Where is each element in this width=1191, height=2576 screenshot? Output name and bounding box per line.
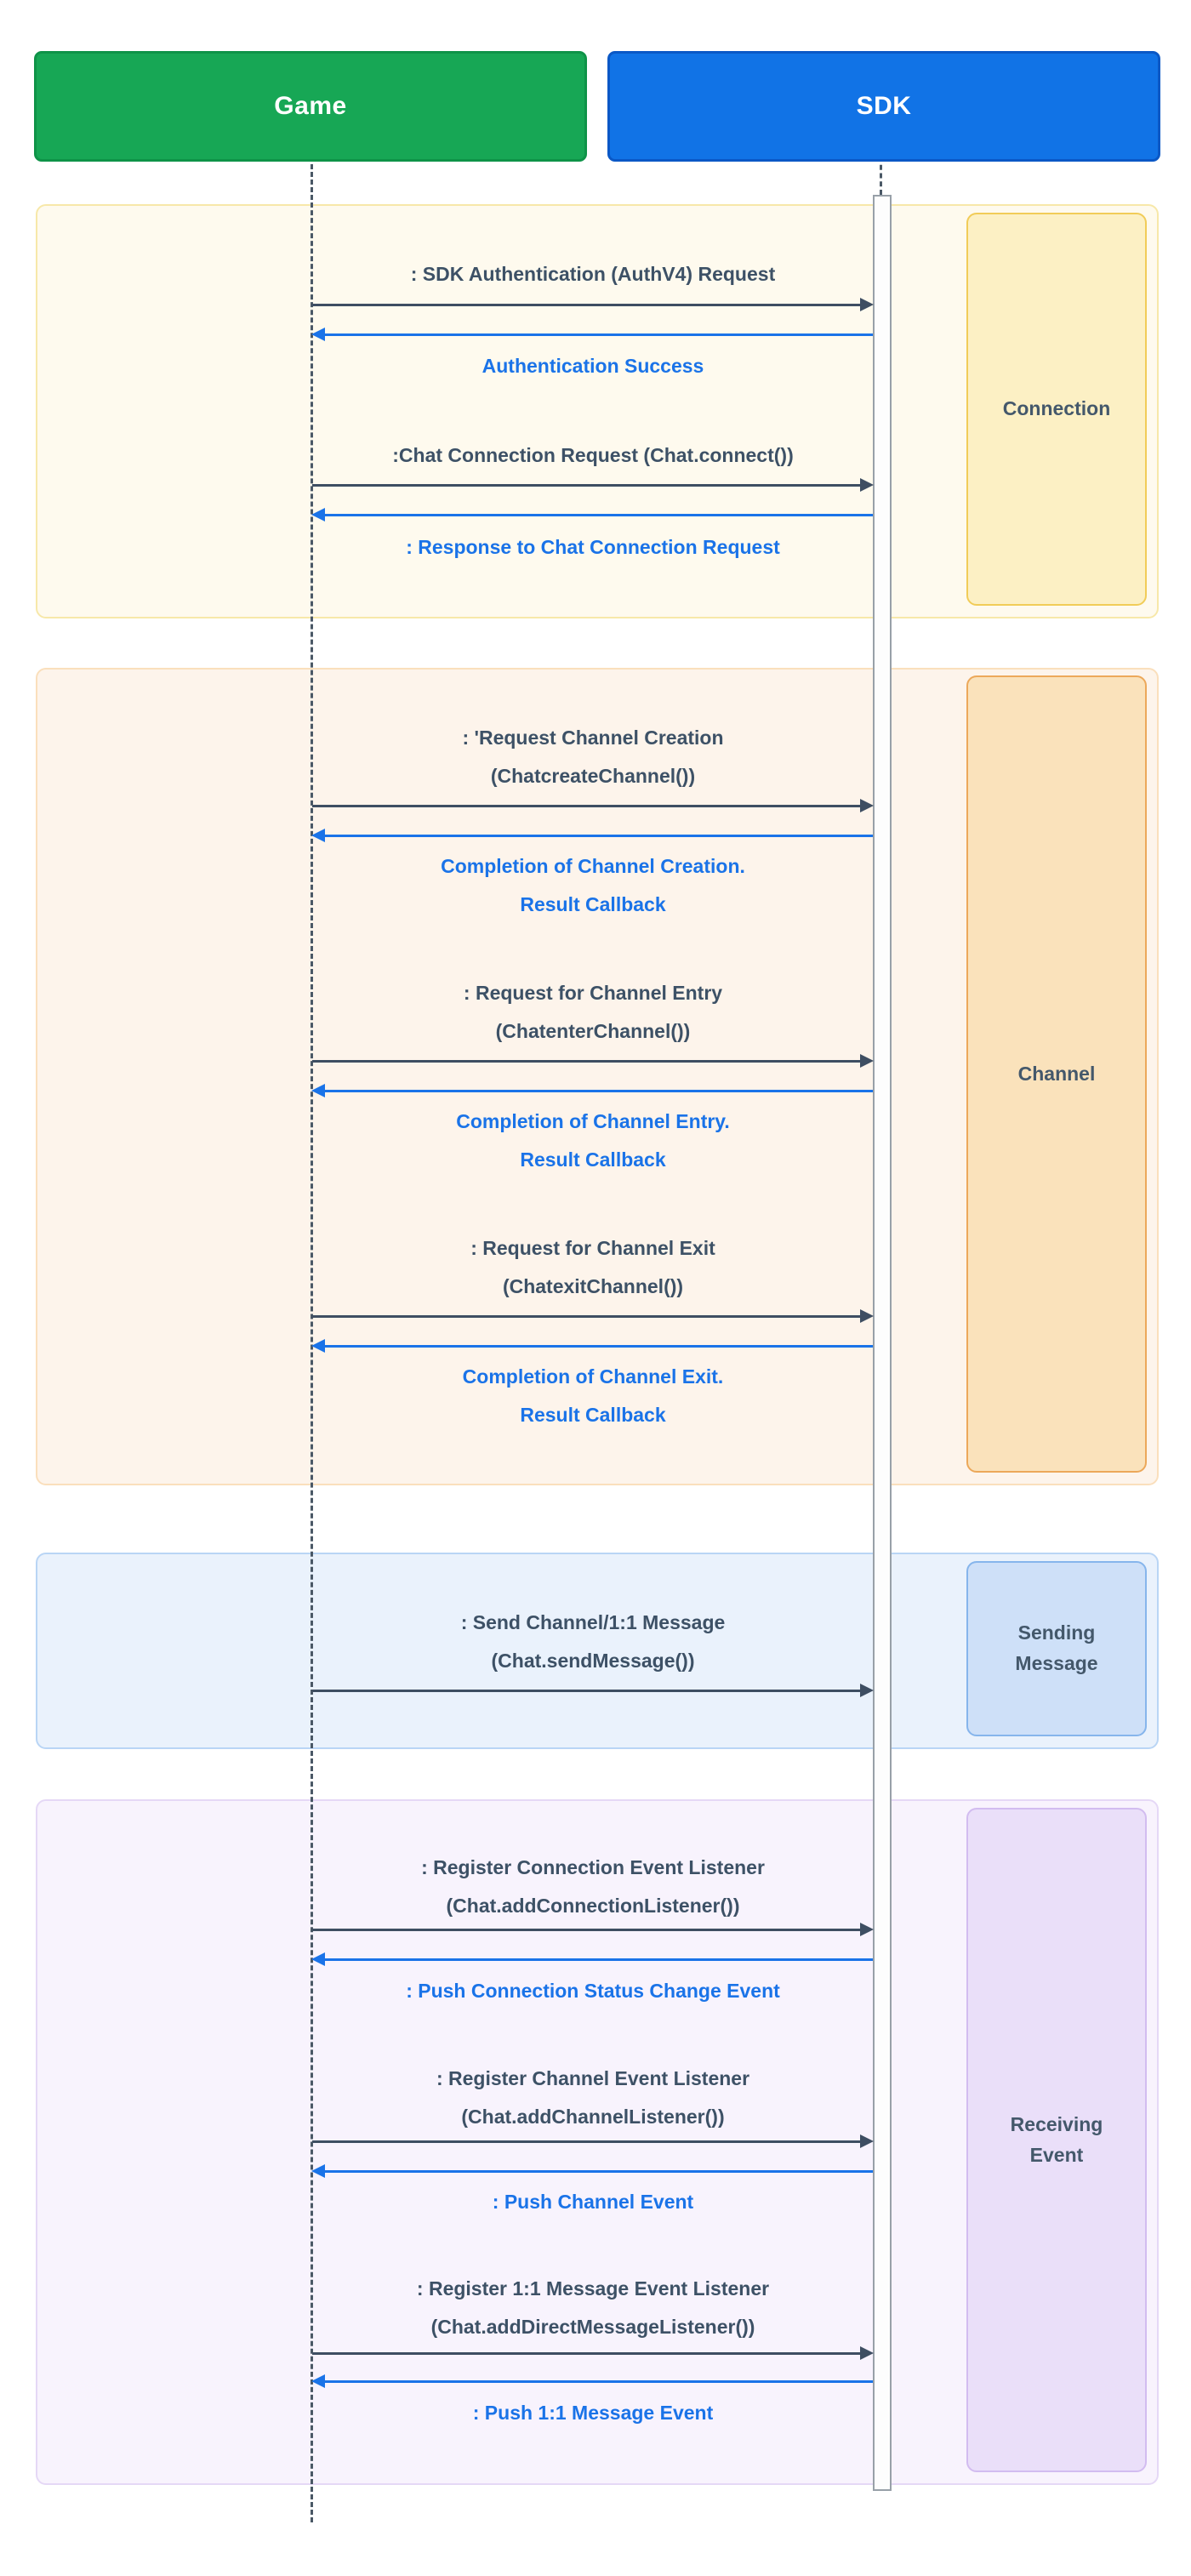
message-line: : Request for Channel Exit xyxy=(470,1237,715,1259)
message-push-channel-event: : Push Channel Event xyxy=(312,2183,874,2221)
arrowhead-right-icon xyxy=(860,1923,874,1936)
arrowhead-right-icon xyxy=(860,2134,874,2148)
message-line: (ChatexitChannel()) xyxy=(502,1275,684,1297)
message-line: Authentication Success xyxy=(482,355,704,377)
message-line: (ChatcreateChannel()) xyxy=(490,765,696,787)
message-create-channel-request: : 'Request Channel Creation (ChatcreateC… xyxy=(312,719,874,795)
message-line: : Send Channel/1:1 Message xyxy=(460,1611,726,1633)
channel-label-text: Channel xyxy=(1017,1062,1096,1085)
connection-section-label: Connection xyxy=(966,213,1147,606)
message-line: : Register 1:1 Message Event Listener xyxy=(416,2277,770,2300)
message-line: : 'Request Channel Creation xyxy=(462,727,724,749)
arrowhead-right-icon xyxy=(860,2346,874,2360)
arrowhead-right-icon xyxy=(860,799,874,812)
message-connect-request: :Chat Connection Request (Chat.connect()… xyxy=(312,436,874,475)
arrowhead-right-icon xyxy=(860,478,874,492)
actor-game-label: Game xyxy=(274,92,347,120)
message-line: Completion of Channel Exit. xyxy=(462,1365,724,1388)
message-line: (Chat.addConnectionListener()) xyxy=(446,1895,740,1917)
message-auth-success: Authentication Success xyxy=(312,347,874,385)
message-line: : Push 1:1 Message Event xyxy=(472,2402,714,2424)
sending-label-text: Sending Message xyxy=(1015,1621,1098,1674)
receiving-label-text: Receiving Event xyxy=(1010,2112,1103,2166)
message-line: : Push Channel Event xyxy=(492,2191,694,2213)
actor-sdk-label: SDK xyxy=(856,92,912,120)
message-line: : SDK Authentication (AuthV4) Request xyxy=(410,263,776,285)
arrowhead-right-icon xyxy=(860,298,874,311)
arrowhead-right-icon xyxy=(860,1054,874,1068)
message-enter-channel-callback: Completion of Channel Entry. Result Call… xyxy=(312,1103,874,1179)
arrowhead-left-icon xyxy=(311,829,325,842)
message-register-direct-message-listener: : Register 1:1 Message Event Listener (C… xyxy=(312,2270,874,2346)
channel-section-label: Channel xyxy=(966,675,1147,1473)
message-line: : Register Connection Event Listener xyxy=(421,1856,765,1878)
sending-message-section-label: Sending Message xyxy=(966,1561,1147,1736)
arrowhead-left-icon xyxy=(311,2164,325,2178)
receiving-event-section-label: Receiving Event xyxy=(966,1808,1147,2472)
connection-label-text: Connection xyxy=(1002,397,1111,420)
actor-sdk: SDK xyxy=(607,51,1160,162)
message-send-message: : Send Channel/1:1 Message (Chat.sendMes… xyxy=(312,1604,874,1680)
arrowhead-right-icon xyxy=(860,1684,874,1697)
arrowhead-left-icon xyxy=(311,508,325,521)
message-line: : Request for Channel Entry xyxy=(463,982,723,1004)
message-line: Result Callback xyxy=(520,1404,666,1426)
message-enter-channel-request: : Request for Channel Entry (ChatenterCh… xyxy=(312,974,874,1051)
message-line: : Register Channel Event Listener xyxy=(436,2067,750,2089)
sdk-lifeline xyxy=(880,157,882,195)
message-line: Result Callback xyxy=(520,1148,666,1171)
message-line: (Chat.addChannelListener()) xyxy=(461,2106,725,2128)
message-line: Result Callback xyxy=(520,893,666,915)
arrowhead-left-icon xyxy=(311,1084,325,1097)
message-line: (ChatenterChannel()) xyxy=(495,1020,691,1042)
message-line: (Chat.addDirectMessageListener()) xyxy=(430,2316,755,2338)
message-push-connection-event: : Push Connection Status Change Event xyxy=(312,1972,874,2010)
message-create-channel-callback: Completion of Channel Creation. Result C… xyxy=(312,847,874,924)
message-line: (Chat.sendMessage()) xyxy=(491,1650,695,1672)
message-exit-channel-request: : Request for Channel Exit (ChatexitChan… xyxy=(312,1229,874,1306)
arrowhead-left-icon xyxy=(311,1952,325,1966)
message-line: Completion of Channel Entry. xyxy=(456,1110,730,1132)
arrowhead-left-icon xyxy=(311,2374,325,2388)
message-line: :Chat Connection Request (Chat.connect()… xyxy=(392,444,794,466)
actor-game: Game xyxy=(34,51,587,162)
message-line: : Response to Chat Connection Request xyxy=(406,536,780,558)
arrowhead-left-icon xyxy=(311,1339,325,1353)
arrowhead-right-icon xyxy=(860,1309,874,1323)
message-line: Completion of Channel Creation. xyxy=(441,855,745,877)
message-auth-request: : SDK Authentication (AuthV4) Request xyxy=(312,255,874,294)
message-push-direct-message-event: : Push 1:1 Message Event xyxy=(312,2394,874,2432)
message-line: : Push Connection Status Change Event xyxy=(406,1980,780,2002)
sdk-activation-bar xyxy=(873,195,892,2491)
message-register-channel-listener: : Register Channel Event Listener (Chat.… xyxy=(312,2060,874,2136)
message-register-connection-listener: : Register Connection Event Listener (Ch… xyxy=(312,1849,874,1925)
arrowhead-left-icon xyxy=(311,328,325,341)
message-exit-channel-callback: Completion of Channel Exit. Result Callb… xyxy=(312,1358,874,1434)
message-connect-response: : Response to Chat Connection Request xyxy=(312,528,874,567)
